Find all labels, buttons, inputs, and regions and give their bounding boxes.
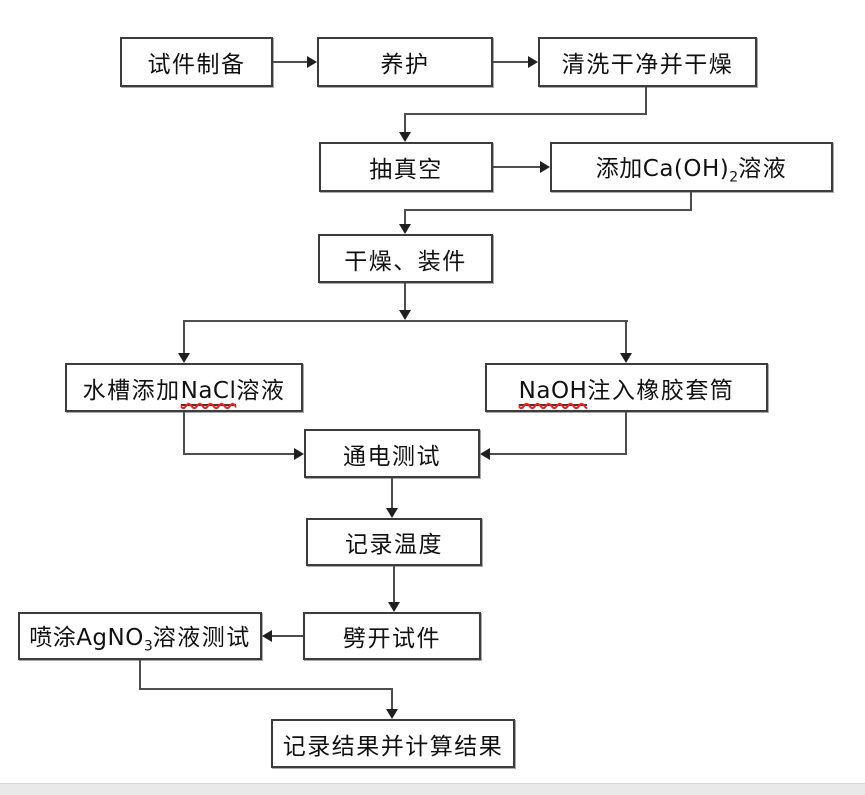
arrowhead-icon [386,508,398,518]
connector-segment [391,478,393,509]
connector-segment [183,322,185,354]
connector-segment [404,209,692,211]
subscript: 2 [729,169,739,186]
connector-segment [690,192,692,210]
arrowhead-icon [620,353,632,363]
connector-segment [273,61,307,63]
node-label: 添加Ca(OH)2溶液 [595,155,788,186]
node-label: 通电测试 [343,443,441,470]
flow-node-record-temperature: 记录温度 [306,518,482,566]
connector-segment [404,211,406,225]
node-label: 试件制备 [147,52,246,78]
arrowhead-icon [480,448,490,460]
node-label: NaOH注入橡胶套筒 [518,377,735,406]
arrowhead-icon [262,630,272,642]
connector-segment [404,283,406,311]
connector-segment [625,412,627,454]
flow-node-nacl-tank: 水槽添加NaCl溶液 [65,363,303,412]
connector-segment [404,115,406,133]
node-label: 劈开试件 [343,626,441,652]
node-label: 养护 [380,52,430,78]
spellcheck-underlined-text: NaOH [518,377,588,406]
node-label: 清洗干净并干燥 [561,52,734,78]
connector-segment [139,660,141,689]
arrowhead-icon [399,132,411,142]
connector-segment [272,635,303,637]
flow-node-naoh-rubber-sleeve: NaOH注入橡胶套筒 [485,363,768,412]
flow-node-split-specimen: 劈开试件 [303,612,481,660]
connector-segment [183,453,294,455]
flow-node-power-on-test: 通电测试 [304,429,480,478]
node-label: 记录温度 [345,532,443,558]
subscript: 3 [143,638,153,655]
flow-node-clean-and-dry: 清洗干净并干燥 [538,37,757,87]
connector-segment [490,453,627,455]
arrowhead-icon [386,709,398,719]
arrowhead-icon [540,161,550,173]
arrowhead-icon [388,602,400,612]
connector-segment [183,320,628,322]
arrowhead-icon [399,224,411,234]
arrowhead-icon [294,448,304,460]
flow-node-record-and-calculate-results: 记录结果并计算结果 [271,719,515,768]
connector-segment [393,566,395,603]
window-bottom-edge [0,783,865,795]
connector-segment [493,166,540,168]
flow-node-dry-and-assemble: 干燥、装件 [318,234,493,283]
connector-segment [625,322,627,354]
arrowhead-icon [528,56,538,68]
connector-segment [645,87,647,115]
flow-node-add-caoh2-solution: 添加Ca(OH)2溶液 [550,142,833,192]
arrowhead-icon [399,310,411,320]
arrowhead-icon [178,353,190,363]
node-label: 喷涂AgNO3溶液测试 [29,624,251,655]
spellcheck-underlined-text: NaCl [180,377,237,406]
node-label: 水槽添加NaCl溶液 [82,377,286,406]
node-label: 抽真空 [369,157,443,183]
connector-segment [493,61,528,63]
flow-node-specimen-preparation: 试件制备 [120,37,273,87]
connector-segment [139,688,393,690]
flow-node-vacuum: 抽真空 [319,142,493,192]
node-label: 记录结果并计算结果 [282,733,504,760]
connector-segment [391,690,393,710]
flow-node-agno3-spray-test: 喷涂AgNO3溶液测试 [18,612,262,660]
flow-node-curing: 养护 [317,37,493,87]
arrowhead-icon [307,56,317,68]
node-label: 干燥、装件 [344,248,467,275]
connector-segment [183,412,185,454]
connector-segment [404,113,647,115]
